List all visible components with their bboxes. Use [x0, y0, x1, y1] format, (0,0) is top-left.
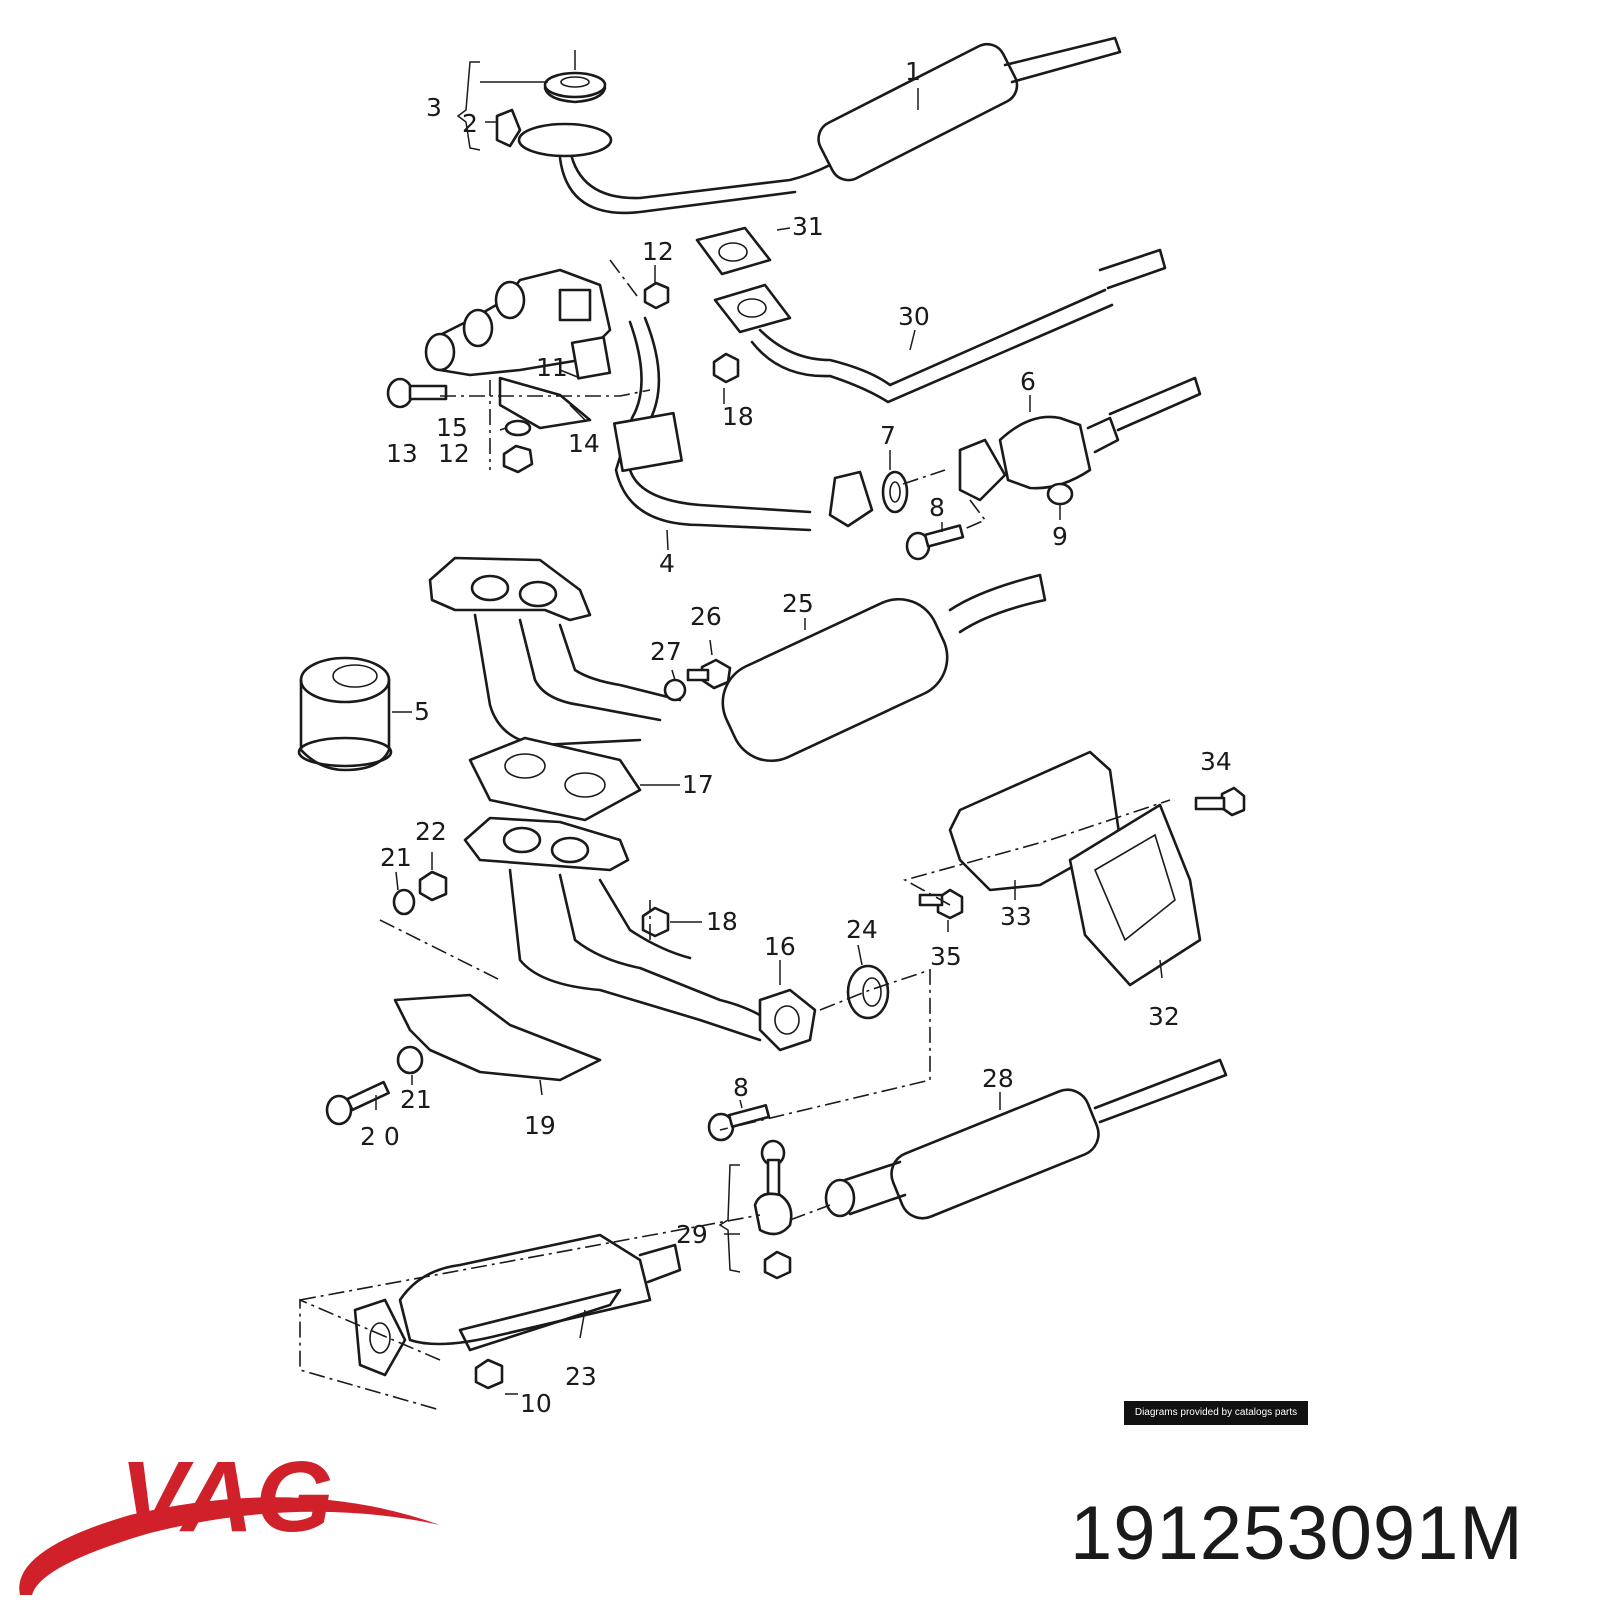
label-6: 6: [1020, 367, 1036, 396]
label-22: 22: [415, 817, 447, 846]
part-3-seal-ring: [543, 71, 607, 104]
part-23-catalytic-converter: [353, 1233, 682, 1377]
part-8-bolt-lower: [707, 1103, 771, 1142]
part-25-manifold-muffler: [428, 556, 1047, 763]
label-12-upper: 12: [642, 237, 674, 266]
label-32: 32: [1148, 1002, 1180, 1031]
part-20-bolt: [325, 1080, 390, 1126]
label-3: 3: [426, 93, 442, 122]
label-4: 4: [659, 549, 675, 578]
label-8-lower: 8: [733, 1073, 749, 1102]
part-15-washer: [504, 419, 532, 437]
part-28-rear-muffler: [824, 1058, 1228, 1220]
label-23: 23: [565, 1362, 597, 1391]
part-18-nut-lower: [641, 906, 670, 938]
label-30: 30: [898, 302, 930, 331]
part-18-nut-upper: [712, 352, 740, 384]
label-12-lower: 12: [438, 439, 470, 468]
part-31-gasket: [695, 226, 772, 276]
part-12-nut-lower: [502, 444, 534, 474]
part-35-bolt: [918, 888, 964, 920]
part-number: 191253091M: [1070, 1491, 1524, 1576]
label-8-upper: 8: [929, 493, 945, 522]
label-2: 2: [462, 109, 478, 138]
label-21-lower: 21: [400, 1085, 432, 1114]
label-27: 27: [650, 637, 682, 666]
label-5: 5: [414, 697, 430, 726]
label-19: 19: [524, 1111, 556, 1140]
label-26: 26: [690, 602, 722, 631]
label-28: 28: [982, 1064, 1014, 1093]
part-17-gasket: [468, 736, 642, 822]
label-17: 17: [682, 770, 714, 799]
vag-logo-swoosh: [19, 1497, 440, 1595]
part-5-bushing: [297, 656, 393, 772]
part-22-nut: [418, 870, 448, 902]
label-15: 15: [436, 413, 468, 442]
label-7: 7: [880, 421, 896, 450]
part-34-bolt: [1194, 786, 1246, 817]
assembly-lines: [299, 259, 1171, 1411]
part-4-down-pipe: [612, 316, 874, 532]
label-10: 10: [520, 1389, 552, 1418]
label-9: 9: [1052, 522, 1068, 551]
label-16: 16: [764, 932, 796, 961]
label-25: 25: [782, 589, 814, 618]
label-29: 29: [676, 1220, 708, 1249]
part-29-clamp: [753, 1139, 793, 1280]
part-14-bracket: [498, 376, 592, 430]
part-30-front-pipe: [713, 248, 1167, 404]
part-24-seal-ring: [846, 964, 890, 1020]
label-18-upper: 18: [722, 402, 754, 431]
label-33: 33: [1000, 902, 1032, 931]
part-12-nut-upper: [643, 281, 670, 310]
brand-logo-text: VAG: [120, 1441, 336, 1553]
label-35: 35: [930, 942, 962, 971]
label-20: 2 0: [360, 1122, 400, 1151]
part-32-heat-shield: [1068, 803, 1202, 987]
part-13-bolt: [386, 377, 448, 409]
part-27-washer: [663, 678, 687, 702]
label-18-lower: 18: [706, 907, 738, 936]
callout-labels: 1 2 3 31 12 30 11 6 18 13 15 14 12 7 8 9…: [360, 57, 1232, 1418]
label-34: 34: [1200, 747, 1232, 776]
part-8-bolt-upper: [905, 524, 965, 561]
part-21-washer-lower: [396, 1045, 424, 1075]
leader-lines: [375, 50, 1163, 1395]
label-1: 1: [905, 57, 921, 86]
label-24: 24: [846, 915, 878, 944]
part-6-catalytic-converter: [958, 376, 1202, 502]
part-21-washer-upper: [392, 888, 416, 916]
part-9-washer: [1046, 482, 1074, 506]
part-11-manifold-assembly: [424, 268, 612, 380]
part-1-rear-muffler: [517, 36, 1122, 215]
label-14: 14: [568, 429, 600, 458]
part-16-flange-clamp: [758, 988, 817, 1052]
part-19-heat-shield: [393, 993, 602, 1082]
part-2-clamp: [495, 108, 522, 148]
label-13: 13: [386, 439, 418, 468]
diagram-credit-badge: Diagrams provided by catalogs parts: [1124, 1401, 1308, 1425]
label-31: 31: [792, 212, 824, 241]
part-26-bolt: [686, 658, 732, 690]
part-10-nut: [474, 1358, 504, 1390]
label-21-upper: 21: [380, 843, 412, 872]
part-7-seal-ring: [881, 470, 909, 514]
label-11: 11: [536, 353, 568, 382]
